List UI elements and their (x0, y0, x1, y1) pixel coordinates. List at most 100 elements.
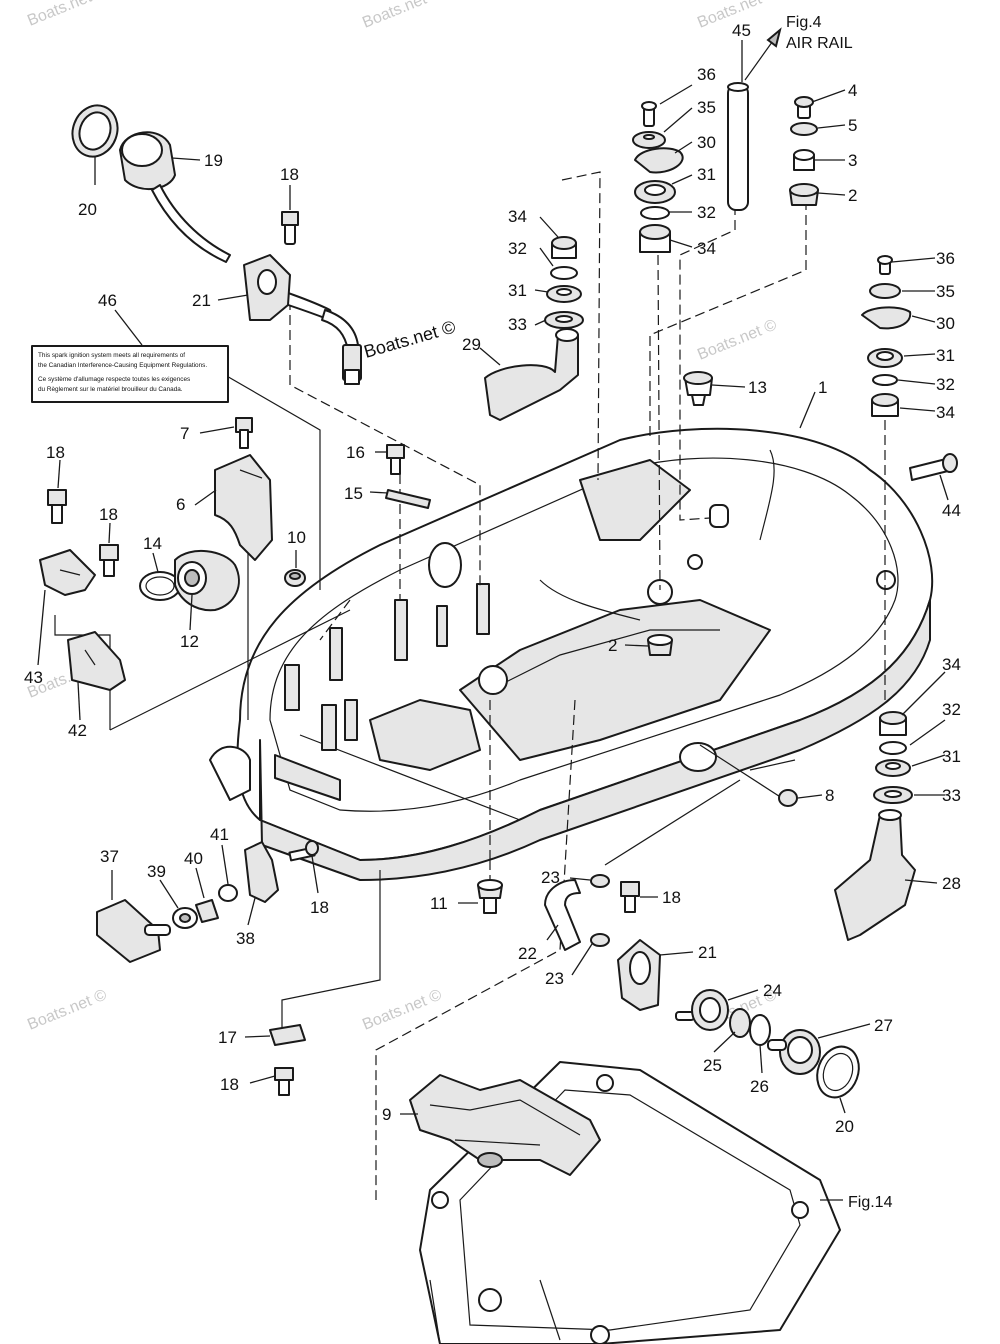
callout-24: 24 (763, 981, 782, 1000)
callout-30: 30 (936, 314, 955, 333)
callout-45: 45 (732, 21, 751, 40)
watermark: Boats.net © (25, 0, 109, 30)
callout-6: 6 (176, 495, 185, 514)
mount-stack-right (789, 96, 819, 206)
callout-38: 38 (236, 929, 255, 948)
clamp-part-15 (385, 444, 431, 509)
callout-29: 29 (462, 335, 481, 354)
callout-31: 31 (942, 747, 961, 766)
callout-21: 21 (192, 291, 211, 310)
callout-7: 7 (180, 424, 189, 443)
callout-18: 18 (280, 165, 299, 184)
callout-18: 18 (46, 443, 65, 462)
watermark: Boats.net © (25, 986, 109, 1033)
bottom-cowling-part-1 (209, 427, 934, 881)
callout-31: 31 (936, 346, 955, 365)
decal-line-1: This spark ignition system meets all req… (38, 352, 185, 359)
callout-34: 34 (508, 207, 527, 226)
bracket-part-21-upper (243, 211, 299, 321)
watermark: Boats.net © (360, 986, 444, 1033)
callout-34: 34 (697, 239, 716, 258)
callout-1: 1 (818, 378, 827, 397)
callout-20: 20 (78, 200, 97, 219)
callout-34: 34 (942, 655, 961, 674)
callout-30: 30 (697, 133, 716, 152)
bracket-parts-42-43 (39, 489, 126, 691)
decal-part-46: This spark ignition system meets all req… (31, 345, 229, 403)
callout-44: 44 (942, 501, 961, 520)
hose-part-22 (544, 874, 610, 951)
grommets-lower (675, 989, 860, 1099)
watermark: Boats.net © (360, 0, 444, 32)
bracket-part-21-lower (617, 881, 661, 1011)
callout-18: 18 (662, 888, 681, 907)
callout-18: 18 (220, 1075, 239, 1094)
callout-10: 10 (287, 528, 306, 547)
callout-18: 18 (310, 898, 329, 917)
mount-part-29 (484, 236, 584, 421)
callout-19: 19 (204, 151, 223, 170)
callout-34: 34 (936, 403, 955, 422)
oil-pan-figure-ref: Fig.14 (848, 1194, 893, 1211)
mount-stack-right-lower (861, 255, 912, 417)
mount-stack-upper (632, 101, 684, 253)
callout-35: 35 (936, 282, 955, 301)
seal-part-9 (409, 1074, 601, 1176)
callout-36: 36 (697, 65, 716, 84)
grommet-part-10 (284, 569, 306, 587)
callout-36: 36 (936, 249, 955, 268)
callout-23: 23 (545, 969, 564, 988)
callout-35: 35 (697, 98, 716, 117)
callout-21: 21 (698, 943, 717, 962)
callout-2: 2 (608, 636, 617, 655)
callout-25: 25 (703, 1056, 722, 1075)
callout-18: 18 (99, 505, 118, 524)
grommet-part-19 (71, 104, 231, 263)
callout-32: 32 (508, 239, 527, 258)
callout-27: 27 (874, 1016, 893, 1035)
plug-part-13 (683, 371, 713, 406)
callout-14: 14 (143, 534, 162, 553)
callout-33: 33 (508, 315, 527, 334)
air-hose-part-45 (727, 27, 782, 211)
callout-41: 41 (210, 825, 229, 844)
air-rail-figure-ref: Fig.4 (786, 14, 822, 31)
decal-line-3: Ce système d'allumage respecte toutes le… (38, 376, 190, 383)
callout-11: 11 (430, 894, 448, 913)
callout-42: 42 (68, 721, 87, 740)
leader-lines (37, 40, 949, 1201)
callout-31: 31 (508, 281, 527, 300)
cover-part-6 (214, 417, 273, 561)
decal-line-2: the Canadian Interference-Causing Equipm… (38, 362, 207, 369)
callout-13: 13 (748, 378, 767, 397)
callout-3: 3 (848, 151, 857, 170)
callout-5: 5 (848, 116, 857, 135)
lever-assembly-37-41 (96, 840, 319, 963)
callout-23: 23 (541, 868, 560, 887)
bolt-part-11 (477, 879, 503, 914)
callout-39: 39 (147, 862, 166, 881)
plug-part-8 (778, 789, 798, 807)
callout-32: 32 (936, 375, 955, 394)
callout-22: 22 (518, 944, 537, 963)
callout-40: 40 (184, 849, 203, 868)
callout-43: 43 (24, 668, 43, 687)
callout-26: 26 (750, 1077, 769, 1096)
clip-part-17 (269, 1024, 306, 1096)
air-rail-name: AIR RAIL (786, 35, 853, 52)
bolt-part-44 (909, 453, 958, 481)
callout-4: 4 (848, 81, 857, 100)
grommet-part-12 (139, 549, 240, 612)
watermark-brand: Boats.net © (362, 317, 458, 362)
callout-20: 20 (835, 1117, 854, 1136)
callout-17: 17 (218, 1028, 237, 1047)
callout-31: 31 (697, 165, 716, 184)
callout-33: 33 (942, 786, 961, 805)
watermark: Boats.net © (695, 316, 779, 363)
callout-46: 46 (98, 291, 117, 310)
grommet-part-2-center (647, 634, 673, 656)
callout-32: 32 (942, 700, 961, 719)
callout-37: 37 (100, 847, 119, 866)
callout-32: 32 (697, 203, 716, 222)
